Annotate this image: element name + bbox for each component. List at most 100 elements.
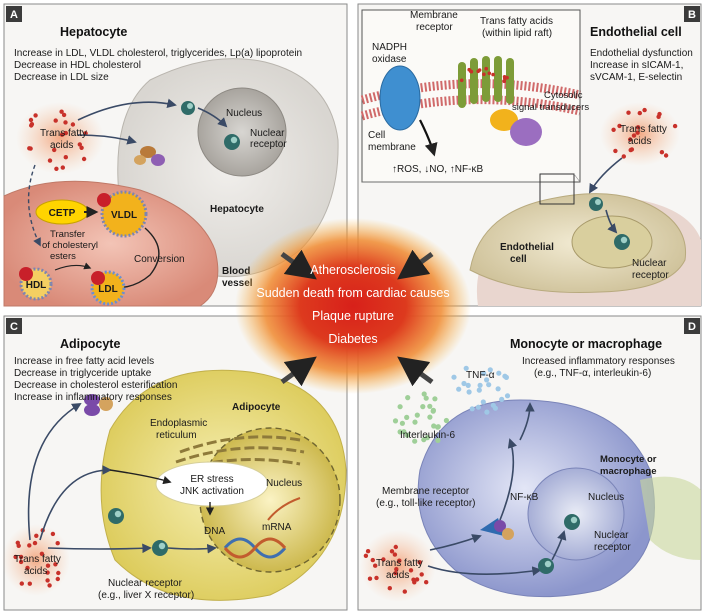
label-cytosolic-1: Cytosolic: [544, 90, 583, 101]
molecule-dot: [469, 406, 475, 412]
label-tfa-c-2: acids: [24, 566, 47, 577]
molecule-dot: [420, 404, 426, 410]
label-nucleus-a: Nucleus: [226, 108, 262, 119]
panel-b-title: Endothelial cell: [590, 25, 682, 39]
molecule-dot: [381, 557, 386, 562]
molecule-dot: [60, 165, 65, 170]
label-cetp: CETP: [49, 208, 76, 219]
label-membrane-receptor-1: Membrane: [410, 10, 458, 21]
label-cell-membrane-2: membrane: [368, 142, 416, 153]
tfa-dots-d: [363, 544, 429, 594]
tnf-alpha-cluster: [451, 365, 511, 415]
molecule-dot: [397, 429, 403, 435]
label-tfa-b-1: Trans fatty: [620, 124, 667, 135]
membrane-receptor-icon: [480, 518, 514, 540]
molecule-dot: [16, 543, 21, 548]
interleukin-6-cluster: [392, 391, 449, 444]
panel-a: A Hepatocyte Increase in LDL, VLDL chole…: [3, 6, 339, 307]
panel-a-title: Hepatocyte: [60, 25, 127, 39]
molecule-dot: [419, 572, 424, 577]
panel-d-letter-box: [684, 318, 700, 334]
molecule-dot: [393, 544, 398, 550]
molecule-dot: [443, 417, 449, 424]
molecule-dot: [28, 146, 33, 151]
molecule-dot: [481, 370, 487, 376]
molecule-dot: [484, 377, 490, 383]
nuclear-receptor-icon: [181, 101, 195, 115]
label-conversion: Conversion: [134, 254, 185, 265]
membrane-receptor-icon: [84, 394, 113, 416]
nuclear-receptor-icon: [224, 134, 240, 150]
molecule-dot: [28, 117, 34, 123]
molecule-dot: [663, 153, 669, 158]
panel-b-letter-box: [684, 6, 700, 22]
label-tfa-b-2: acids: [628, 136, 651, 147]
molecule-dot: [672, 123, 678, 129]
molecule-dot: [482, 72, 486, 77]
molecule-dot: [461, 380, 467, 387]
molecule-dot: [53, 562, 58, 567]
endothelial-nucleus: [571, 215, 653, 269]
panel-b: B Endothelial cell Endothelial dysfuncti…: [360, 6, 701, 306]
label-nuclear-receptor-c-2: (e.g., liver X receptor): [98, 590, 194, 601]
molecule-dot: [431, 423, 437, 429]
molecule-dot: [465, 382, 471, 388]
molecule-dot: [405, 395, 411, 401]
label-hepatocyte: Hepatocyte: [210, 204, 264, 215]
label-nuclear-receptor-a-1: Nuclear: [250, 128, 285, 139]
molecule-dot: [626, 110, 631, 115]
molecule-dot: [392, 418, 399, 424]
panel-a-effect-3: Decrease in LDL size: [14, 72, 109, 83]
molecule-dot: [370, 557, 375, 563]
hdl-particle-icon: [19, 267, 53, 301]
molecule-dot: [61, 112, 67, 118]
label-tfa-d-1: Trans fatty: [376, 558, 423, 569]
molecule-dot: [79, 145, 84, 150]
molecule-dot: [63, 130, 68, 136]
label-il6: Interleukin-6: [400, 430, 455, 441]
hepatocyte-nucleus: [197, 87, 287, 177]
molecule-dot: [490, 402, 496, 408]
molecule-dot: [18, 559, 24, 565]
label-membrane-receptor-2: receptor: [416, 22, 453, 33]
label-nadph-2: oxidase: [372, 54, 407, 65]
label-endothelial-2: cell: [510, 254, 527, 265]
molecule-dot: [466, 389, 472, 395]
arrow-center-from-d: [397, 356, 434, 387]
tfa-dots-c: [13, 528, 61, 588]
molecule-dot: [430, 407, 436, 413]
label-transfer-1: Transfer: [50, 229, 85, 240]
panel-a-effect-1: Increase in LDL, VLDL cholesterol, trigl…: [14, 48, 302, 59]
arrow-a-transfer: [27, 164, 41, 247]
molecule-dot: [484, 66, 489, 71]
zoom-box: [539, 173, 575, 205]
label-er-1: Endoplasmic: [150, 418, 207, 429]
molecule-dot: [59, 109, 64, 114]
label-tfa-raft-1: Trans fatty acids: [480, 16, 553, 27]
molecule-dot: [19, 581, 24, 586]
label-er-stress-2: JNK activation: [180, 486, 244, 497]
molecule-dot: [635, 125, 641, 130]
label-dna: DNA: [204, 526, 225, 537]
label-tfa-c-1: Trans fatty: [14, 554, 61, 565]
molecule-dot: [39, 551, 45, 556]
molecule-dot: [397, 558, 402, 563]
molecule-dot: [63, 155, 68, 160]
nuclear-receptor-icon: [538, 558, 554, 574]
arrow-a-3: [197, 107, 228, 128]
molecule-dot: [637, 110, 642, 116]
panel-c-effect-2: Decrease in triglyceride uptake: [14, 368, 152, 379]
label-nucleus-d: Nucleus: [588, 492, 624, 503]
molecule-dot: [18, 554, 24, 560]
label-hdl: HDL: [26, 280, 47, 291]
molecule-dot: [499, 396, 505, 402]
arrow-a-1: [77, 98, 177, 121]
label-endothelial-1: Endothelial: [500, 242, 554, 253]
nuclear-receptor-icon: [152, 540, 168, 556]
label-nuclear-receptor-d-1: Nuclear: [594, 530, 629, 541]
molecule-dot: [435, 437, 441, 443]
molecule-dot: [63, 120, 68, 125]
molecule-dot: [29, 122, 35, 127]
nuclear-receptor-icon: [108, 508, 124, 524]
